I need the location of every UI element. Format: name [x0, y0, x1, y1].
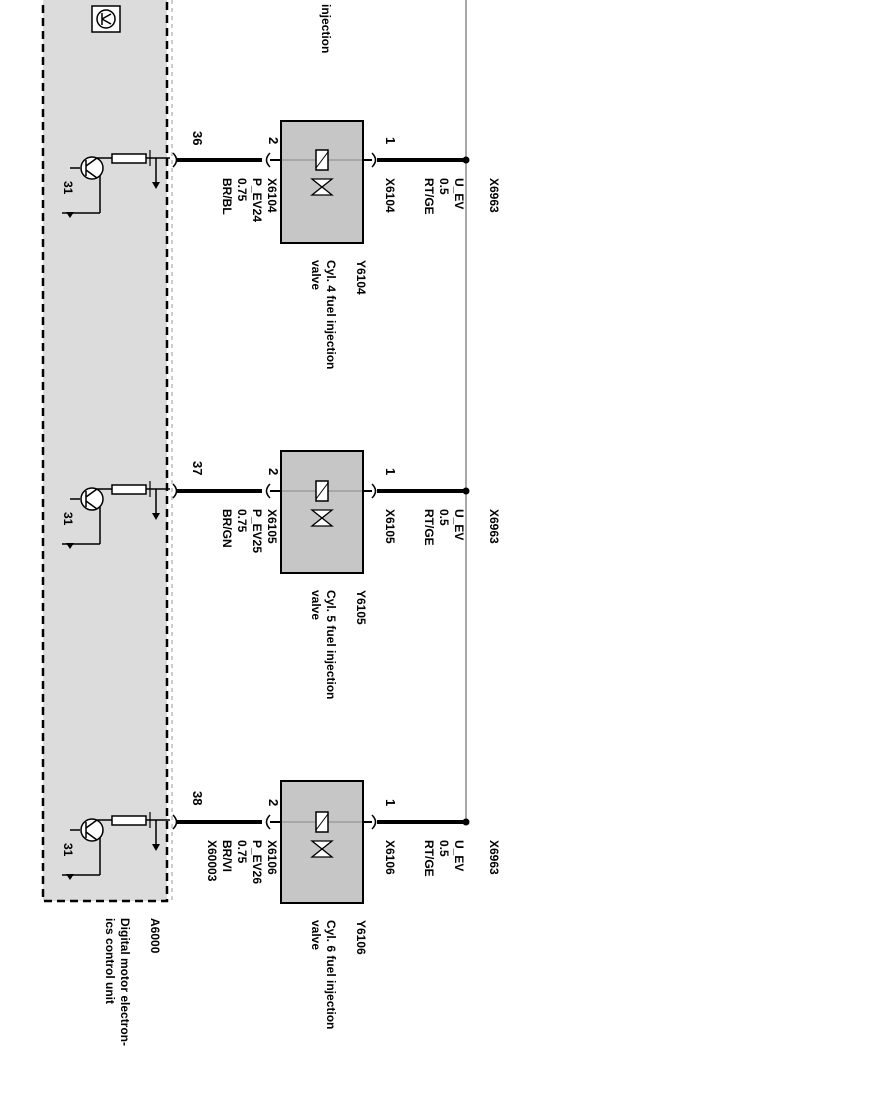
valve-id: Y6104 [354, 260, 368, 295]
ecu-side-signal: P_EV25 [250, 509, 264, 553]
splice-dot [462, 487, 470, 495]
solenoid-valve-icon [282, 149, 362, 196]
supply-color: RT/GE [422, 509, 436, 546]
valve-name-line2: valve [309, 590, 323, 620]
ecu-pin-number: 37 [190, 461, 205, 475]
supply-size: 0.5 [437, 840, 451, 857]
supply-size: 0.5 [437, 178, 451, 195]
supply-color: RT/GE [422, 840, 436, 877]
splice-dot [462, 818, 470, 826]
ecu-side-connector: X6106 [265, 840, 279, 875]
ecu-side-size: 0.75 [235, 840, 249, 864]
valve-pin2-number: 2 [266, 799, 281, 806]
valve-id: Y6105 [354, 590, 368, 625]
valve-pin1-number: 1 [383, 799, 398, 806]
supply-side-connector: X6104 [383, 178, 397, 213]
splice-label: X6963 [487, 509, 501, 544]
supply-signal: U_EV [452, 178, 466, 209]
output-transistor-icon [62, 150, 170, 218]
ecu-side-size: 0.75 [235, 509, 249, 533]
output-transistor-icon [62, 481, 170, 549]
supply-side-connector: X6105 [383, 509, 397, 544]
valve-name-line1: Cyl. 6 fuel injection [324, 920, 338, 1029]
pin-connector-icon [172, 483, 178, 499]
valve-name-line2: valve [309, 920, 323, 950]
ground-label: 31 [61, 843, 75, 857]
circuit-cyl6: 31 38 2 1 X6106 P_EV26 0.75 BR/VI X60003… [61, 780, 501, 1029]
ecu-side-signal: P_EV26 [250, 840, 264, 884]
ecu-pin-number: 36 [190, 131, 205, 145]
circuit-cyl5: 31 37 2 1 X6105 P_EV25 0.75 BR/GN X6105 … [61, 450, 501, 699]
ecu-side-signal: P_EV24 [250, 178, 264, 222]
pin-connector-icon [172, 814, 178, 830]
ecu-chip-icon [91, 5, 121, 33]
valve-pin-connector-icon [265, 483, 271, 499]
valve-supply-pin-icon [371, 814, 377, 830]
ecu-side-color: BR/VI [220, 840, 234, 872]
valve-supply-pin-icon [371, 152, 377, 168]
valve-pin-connector-icon [265, 814, 271, 830]
ecu-id-label: A6000 [148, 918, 162, 954]
ecu-side-connector: X6105 [265, 509, 279, 544]
ground-label: 31 [61, 512, 75, 526]
valve-name-line1: Cyl. 4 fuel injection [324, 260, 338, 369]
valve-supply-pin-icon [371, 483, 377, 499]
ecu-side-color: BR/GN [220, 509, 234, 548]
splice-label: X6963 [487, 178, 501, 213]
valve-pin1-number: 1 [383, 137, 398, 144]
ecu-box [41, 0, 169, 903]
ground-label: 31 [61, 181, 75, 195]
valve-pin-connector-icon [265, 152, 271, 168]
valve-pin1-number: 1 [383, 468, 398, 475]
supply-signal: U_EV [452, 840, 466, 871]
ecu-name-line1: Digital motor electron- [118, 918, 132, 1046]
circuit-cyl4: 31 36 2 1 X6104 P_EV24 0.75 BR/BL X6104 … [61, 120, 501, 369]
supply-size: 0.5 [437, 509, 451, 526]
pin-connector-icon [172, 152, 178, 168]
splice-label: X6963 [487, 840, 501, 875]
supply-color: RT/GE [422, 178, 436, 215]
solenoid-valve-icon [282, 811, 362, 858]
ecu-connector-label: X60003 [205, 840, 219, 882]
ecu-side-color: BR/BL [220, 178, 234, 215]
ecu-side-connector: X6104 [265, 178, 279, 213]
valve-pin2-number: 2 [266, 468, 281, 475]
valve-name-line2: valve [309, 260, 323, 290]
supply-side-connector: X6106 [383, 840, 397, 875]
ecu-pin-number: 38 [190, 791, 205, 805]
valve-pin2-number: 2 [266, 137, 281, 144]
ecu-top-label: injection [319, 4, 333, 53]
valve-name-line1: Cyl. 5 fuel injection [324, 590, 338, 699]
supply-signal: U_EV [452, 509, 466, 540]
ecu-side-size: 0.75 [235, 178, 249, 202]
valve-id: Y6106 [354, 920, 368, 955]
output-transistor-icon [62, 812, 170, 880]
ecu-name-line2: ics control unit [103, 918, 117, 1004]
splice-dot [462, 156, 470, 164]
solenoid-valve-icon [282, 480, 362, 527]
